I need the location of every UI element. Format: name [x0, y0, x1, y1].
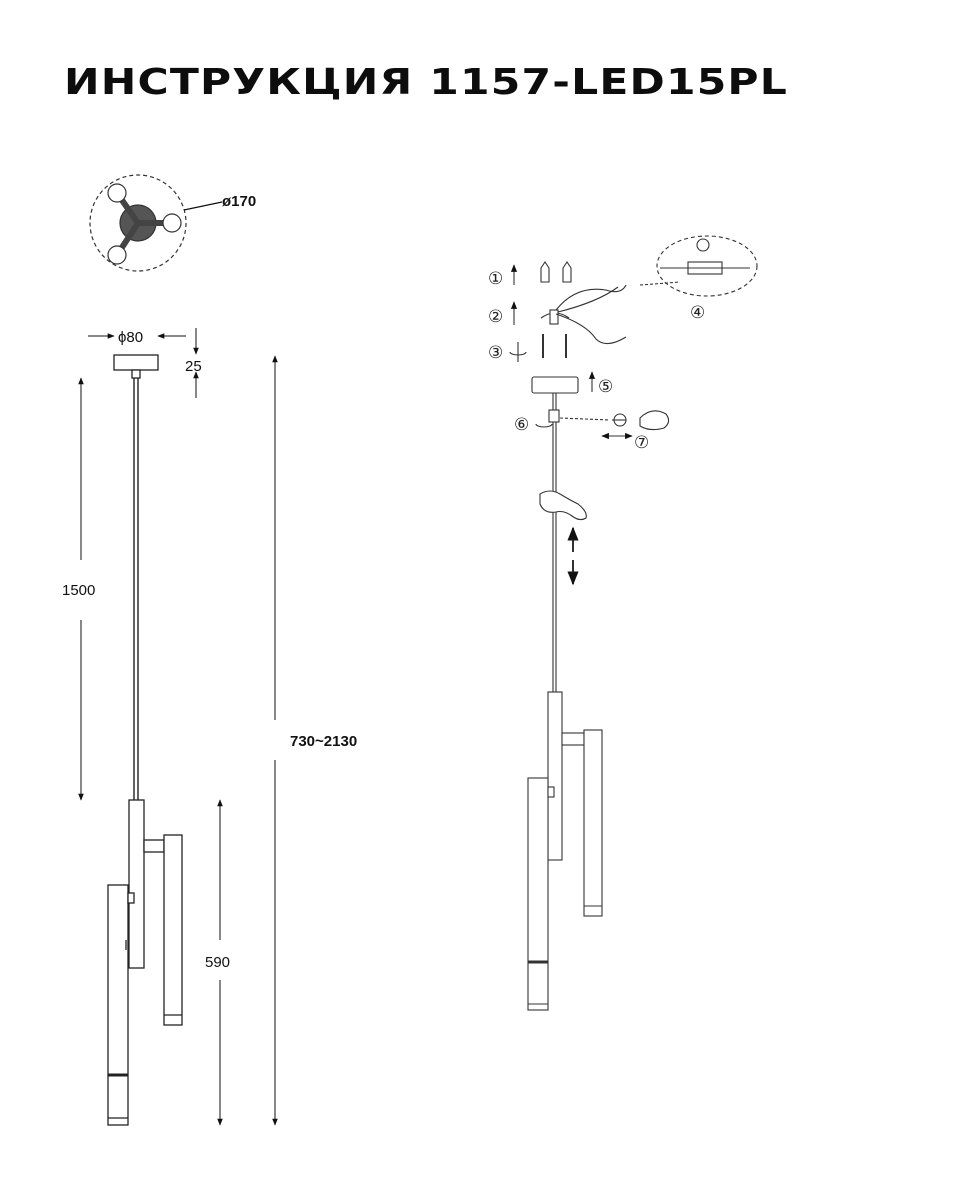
canopy-base	[113, 354, 159, 371]
anchor-icon	[562, 261, 572, 283]
top-view	[89, 174, 223, 272]
step-4-label: ④	[690, 303, 705, 323]
fixture-height-label: 590	[205, 954, 230, 971]
base-diameter-label: ϕ80	[118, 329, 143, 346]
step-2-label: ②	[488, 307, 503, 327]
tube-end-2	[162, 213, 182, 233]
dimension-lines	[78, 328, 278, 1126]
canopy-outline	[89, 174, 187, 272]
anchor-icon	[540, 261, 550, 283]
canopy-diameter-label: ø170	[222, 193, 256, 210]
total-height-label: 730~2130	[290, 733, 357, 750]
step-3-label: ③	[488, 343, 503, 363]
step-5-label: ⑤	[598, 377, 613, 397]
page-title: ИНСТРУКЦИЯ 1157-LED15PL	[64, 62, 789, 103]
tube-end-3	[107, 245, 127, 265]
tube-middle	[128, 799, 145, 969]
tube-right	[163, 834, 183, 1026]
step-7-label: ⑦	[634, 433, 649, 453]
step-6-label: ⑥	[514, 415, 529, 435]
side-view	[107, 354, 183, 1126]
hand-icon	[539, 490, 587, 521]
installation-view	[509, 235, 758, 1011]
step-1-label: ①	[488, 269, 503, 289]
cable-length-label: 1500	[62, 582, 95, 599]
canopy-height-label: 25	[185, 358, 202, 375]
tube-end-1	[107, 183, 127, 203]
tube-left	[107, 884, 129, 1126]
